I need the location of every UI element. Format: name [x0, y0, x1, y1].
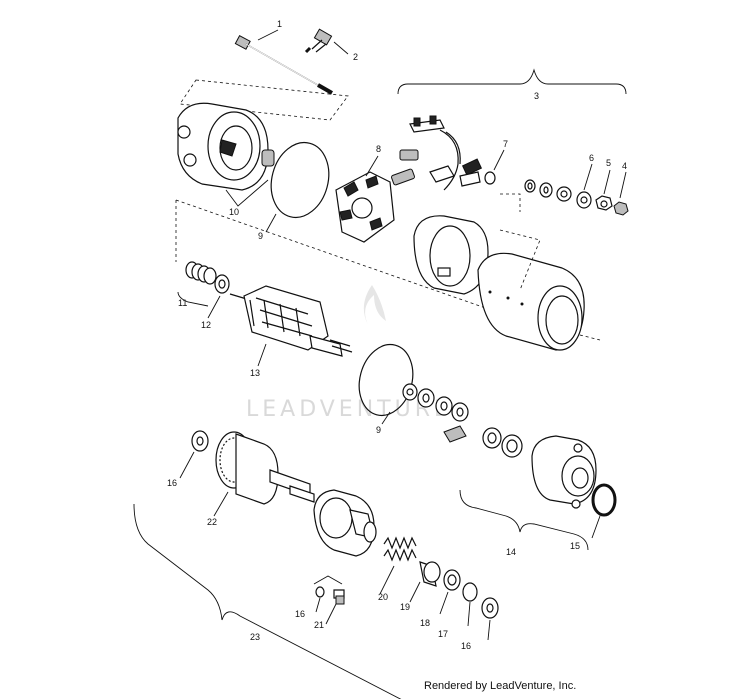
part-7-small-o-ring — [484, 171, 496, 185]
callout-18: 18 — [420, 618, 430, 628]
callout-10: 10 — [229, 207, 239, 217]
callout-11: 11 — [178, 298, 187, 308]
part-15-ring — [591, 483, 617, 517]
callout-20: 20 — [378, 592, 388, 602]
callout-13: 13 — [250, 368, 260, 378]
part-16-washer-upper — [191, 430, 209, 452]
callout-19: 19 — [400, 602, 410, 612]
callout-16-lower: 16 — [461, 641, 471, 651]
part-22-gear-shaft — [215, 431, 315, 505]
callout-23: 23 — [250, 632, 260, 642]
callout-22: 22 — [207, 517, 217, 527]
callout-14: 14 — [506, 547, 516, 557]
callout-15: 15 — [570, 541, 580, 551]
part-18-ring — [443, 569, 461, 591]
part-19-collar — [419, 561, 441, 587]
watermark: LEADVENTURE — [246, 285, 452, 422]
callout-2: 2 — [353, 52, 358, 62]
parts-16-21-small-group — [313, 575, 345, 605]
callout-21: 21 — [314, 620, 324, 630]
callout-5: 5 — [606, 158, 611, 168]
callout-8: 8 — [376, 144, 381, 154]
part-12-washer — [214, 274, 230, 294]
brush-holder-ring — [413, 215, 489, 295]
part-14-front-housing — [531, 435, 597, 509]
callout-4: 4 — [622, 161, 627, 171]
callout-16-middle: 16 — [295, 609, 305, 619]
part-16-washer-lower — [481, 597, 499, 619]
callout-3: 3 — [534, 91, 539, 101]
part-11-spring-pack — [185, 261, 217, 285]
watermark-text: LEADVENTURE — [246, 397, 452, 422]
part-17-snap-ring — [462, 582, 478, 602]
callout-labels: 1 2 3 4 5 6 7 8 9 9 10 11 12 13 14 15 16… — [167, 19, 627, 651]
callout-16-upper: 16 — [167, 478, 177, 488]
part-9-o-ring-upper — [270, 141, 330, 219]
part-10-rear-cover — [177, 102, 275, 191]
footer-credit: Rendered by LeadVenture, Inc. — [424, 680, 577, 692]
callout-12: 12 — [201, 320, 211, 330]
part-20-spring — [383, 536, 417, 562]
part-13-armature — [229, 285, 353, 357]
part-3-brush-terminal-set — [391, 115, 483, 191]
callout-9-upper: 9 — [258, 231, 263, 241]
callout-9-lower: 9 — [376, 425, 381, 435]
armature-washers — [402, 383, 523, 458]
parts-4-6-washers-nuts — [524, 179, 629, 216]
callout-1: 1 — [277, 19, 282, 29]
callout-17: 17 — [438, 629, 448, 639]
part-1-through-bolt — [234, 34, 333, 95]
part-8-brush-holder-plate — [335, 171, 395, 243]
yoke-housing — [477, 252, 585, 351]
callout-7: 7 — [503, 139, 508, 149]
part-2-screw — [304, 28, 333, 54]
clutch-drive-gear — [313, 489, 377, 557]
callout-6: 6 — [589, 153, 594, 163]
